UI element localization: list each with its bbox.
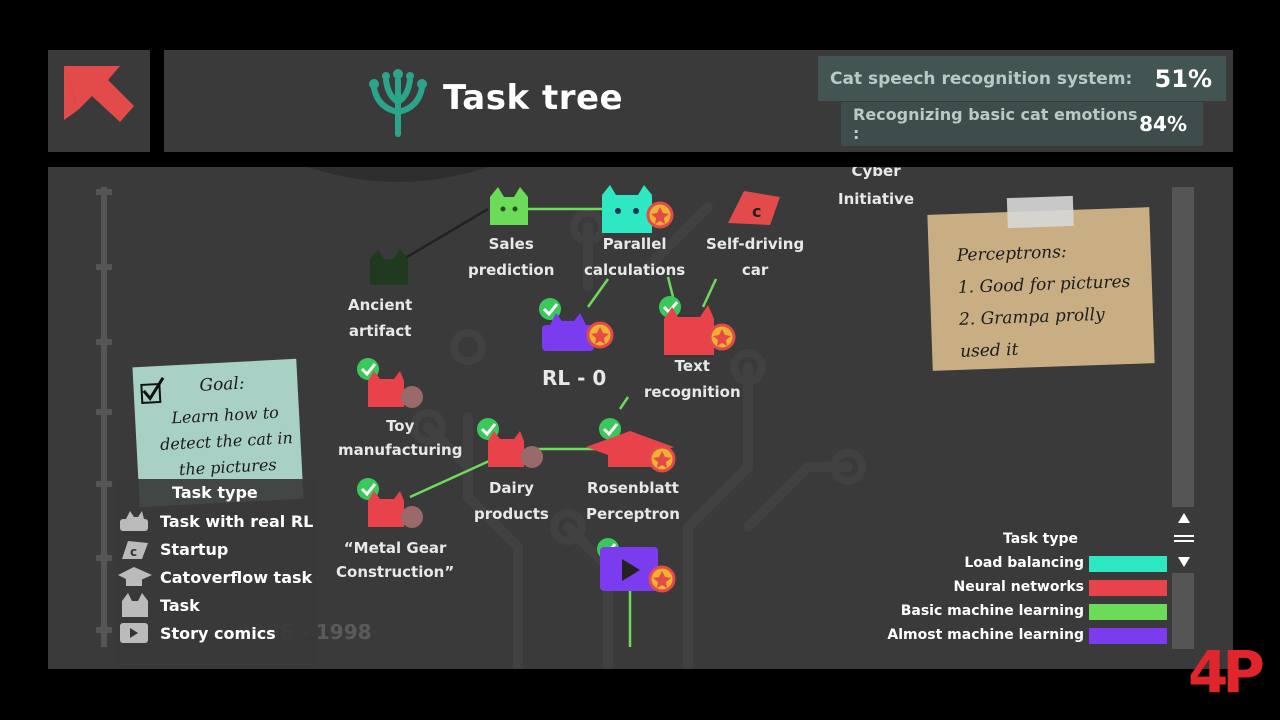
cat-head-icon	[122, 593, 148, 617]
checkbox-icon	[140, 377, 165, 404]
dairy-products-node[interactable]	[476, 417, 550, 473]
watermark-logo: 4P	[1188, 638, 1265, 706]
node-label-parallel: Parallel calculations	[584, 235, 686, 279]
legend-item-task: Task	[118, 593, 200, 617]
scrollbar-lower[interactable]	[1172, 573, 1194, 649]
note-line: used it	[959, 339, 1019, 362]
node-label-rosenblatt: Rosenblatt Perceptron	[586, 479, 680, 523]
stat-cat-emotions: Recognizing basic cat emotions : 84%	[841, 102, 1203, 146]
node-label-dairy: Dairy products	[474, 479, 549, 523]
story-comics-node[interactable]	[596, 537, 686, 597]
scrollbar-track[interactable]	[1172, 187, 1194, 507]
scroll-down-icon	[1178, 557, 1190, 567]
scroll-controls[interactable]	[1172, 507, 1196, 577]
perceptron-note: Perceptrons: 1. Good for pictures 2. Gra…	[927, 195, 1155, 371]
tree-icon	[369, 69, 427, 137]
swatch-basic-ml	[1089, 604, 1167, 620]
legend-title-text: Task type	[172, 483, 258, 502]
rl0-node[interactable]	[536, 295, 628, 361]
self-driving-car-node[interactable]: c	[724, 187, 784, 227]
car-cat-icon	[120, 511, 148, 531]
node-label-sales: Sales prediction	[468, 235, 555, 279]
text-recognition-node[interactable]	[656, 293, 746, 359]
legend-label: Story comics	[160, 623, 276, 643]
perceptron-note-text: Perceptrons: 1. Good for pictures 2. Gra…	[956, 234, 1133, 368]
node-label-toy: Toy manufacturing	[338, 417, 463, 459]
legend-label: Startup	[160, 539, 229, 559]
sales-prediction-node[interactable]	[486, 187, 532, 229]
legend-item-catoverflow: Catoverflow task	[118, 565, 312, 589]
back-button[interactable]	[48, 50, 150, 152]
scroll-up-icon	[1178, 513, 1190, 523]
node-label-rl0: RL - 0	[542, 366, 607, 390]
legend-title: Task type	[172, 483, 258, 502]
goal-heading: Goal:	[198, 373, 246, 396]
legend-item-comics: Story comics	[118, 621, 276, 645]
parallel-calculations-node[interactable]	[598, 185, 688, 241]
stat-label: Cat speech recognition system:	[830, 68, 1133, 89]
note-line: 1. Good for pictures	[957, 271, 1131, 298]
color-legend-label: Neural networks	[953, 579, 1084, 595]
node-label-ancient: Ancient artifact	[348, 296, 413, 340]
task-tree-panel[interactable]: 1966 - 1998 Ancient artifact Sales predi…	[48, 167, 1233, 669]
swatch-neural-networks	[1089, 580, 1167, 596]
legend-item-rl: Task with real RL	[118, 509, 313, 533]
legend-label: Catoverflow task	[160, 567, 313, 587]
stat-value: 84%	[1139, 112, 1187, 136]
color-legend-title: Task type	[1002, 531, 1078, 547]
color-legend-label: Load balancing	[964, 555, 1084, 571]
page-title: Task tree	[443, 78, 624, 118]
legend-label: Task	[160, 595, 200, 615]
grad-cap-icon	[118, 567, 152, 586]
background-tree-pattern	[96, 167, 866, 669]
swatch-load-balancing	[1089, 556, 1167, 572]
stat-cat-speech: Cat speech recognition system: 51%	[818, 56, 1226, 101]
swatch-almost-ml	[1089, 628, 1167, 644]
toy-manufacturing-node[interactable]	[356, 357, 430, 413]
svg-text:c: c	[130, 545, 137, 559]
goal-text: Learn how to detect the cat in the pictu…	[159, 402, 294, 480]
node-label-metalgear: “Metal Gear Construction”	[336, 539, 455, 581]
goal-note: Goal: Learn how to detect the cat in the…	[132, 358, 304, 508]
film-icon	[120, 623, 148, 643]
metal-gear-node[interactable]	[356, 477, 430, 533]
color-legend-label: Basic machine learning	[900, 603, 1084, 619]
startup-flag-icon: c	[122, 541, 148, 559]
rosenblatt-perceptron-node[interactable]	[584, 417, 684, 477]
legend-item-startup: c Startup	[118, 537, 228, 561]
legend-label: Task with real RL	[160, 511, 314, 531]
node-label-cyber: Cyber Initiative	[838, 167, 915, 208]
stat-value: 51%	[1154, 64, 1212, 93]
svg-text:c: c	[752, 202, 761, 221]
tape	[1006, 195, 1074, 229]
ancient-artifact-node[interactable]	[366, 247, 412, 291]
node-label-text: Text recognition	[644, 357, 741, 401]
color-legend-label: Almost machine learning	[887, 627, 1084, 643]
node-label-selfdriving: Self-driving car	[706, 235, 805, 279]
stat-label: Recognizing basic cat emotions :	[853, 105, 1138, 143]
back-arrow-icon	[64, 66, 134, 122]
